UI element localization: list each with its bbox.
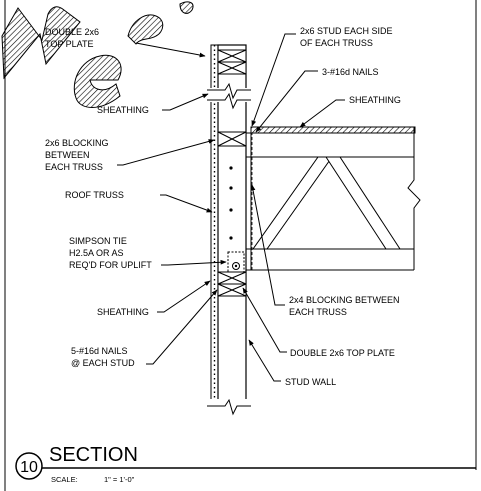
label-stud-each-side-2: OF EACH TRUSS [300,38,373,48]
section-title: SECTION [49,444,138,466]
upper-double-top-plate [217,49,247,75]
label-2x6-blocking-2: BETWEEN [45,150,90,160]
label-stud-each-side-1: 2x6 STUD EACH SIDE [300,26,393,36]
label-stud-wall: STUD WALL [285,377,336,387]
label-2x6-blocking-3: EACH TRUSS [45,162,103,172]
label-double-top-plate-upper-2: TOP PLATE [45,39,94,49]
label-roof-truss: ROOF TRUSS [65,190,124,200]
roof-truss [245,126,421,271]
detail-number: 10 [20,459,38,476]
label-sheathing-right: SHEATHING [349,95,401,105]
label-simpson-tie-2: H2.5A OR AS [69,248,124,258]
detail-number-circle [15,452,43,480]
label-simpson-tie-1: SIMPSON TIE [69,236,127,246]
label-sheathing-upper-left: SHEATHING [97,105,149,115]
label-2x4-blocking-2: EACH TRUSS [289,307,347,317]
leader-lines [117,33,345,382]
label-2x6-blocking-1: 2x6 BLOCKING [45,138,109,148]
label-simpson-tie-3: REQ'D FOR UPLIFT [69,260,152,270]
label-double-top-plate-lower: DOUBLE 2x6 TOP PLATE [290,348,395,358]
label-5-16d-nails-2: @ EACH STUD [71,358,135,368]
label-2x4-blocking-1: 2x4 BLOCKING BETWEEN [289,295,400,305]
blocking-2x6 [217,131,247,147]
scale-value: 1" = 1'-0" [104,475,135,484]
simpson-tie [227,251,245,273]
lower-double-top-plate [217,271,247,297]
title-block: 10 SECTION SCALE: 1" = 1'-0" [15,444,476,484]
scale-label: SCALE: [51,475,78,484]
label-5-16d-nails-1: 5-#16d NAILS [71,346,128,356]
stud-wall [207,44,251,416]
label-sheathing-lower-left: SHEATHING [97,307,149,317]
nail-dots [229,166,233,240]
watermark-logo [1,1,194,108]
label-3-16d-nails: 3-#16d NAILS [322,67,379,77]
